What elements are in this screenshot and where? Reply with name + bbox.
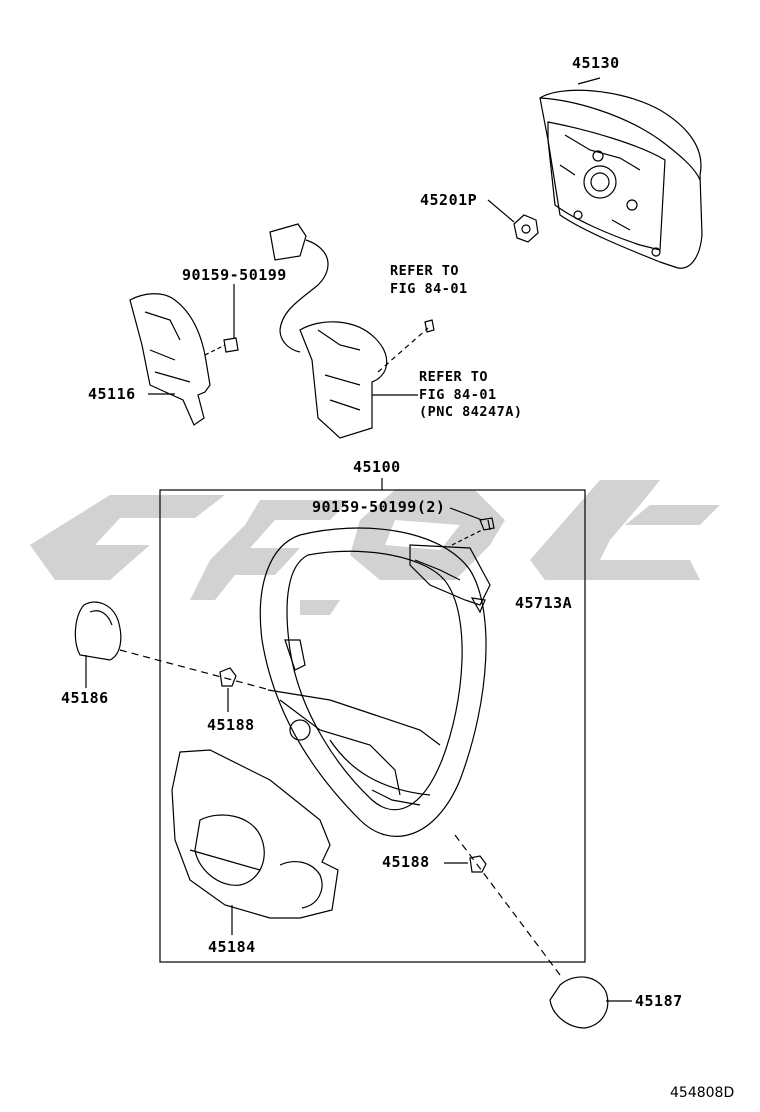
- watermark-logo: [30, 480, 720, 615]
- lower-cover-drawing: [129, 284, 239, 426]
- part-number-45184: 45184: [208, 938, 256, 956]
- airbag-assembly-drawing: [539, 77, 703, 269]
- part-number-45187: 45187: [635, 992, 683, 1010]
- bolt-lower-drawing: [444, 855, 487, 873]
- part-number-45100: 45100: [353, 458, 401, 476]
- steering-wheel-box: [159, 489, 586, 963]
- bolt-upper-drawing: [219, 667, 237, 712]
- illustration-number: 454808D: [670, 1085, 735, 1101]
- nut-drawing: [487, 199, 539, 243]
- part-number-45188-lower: 45188: [382, 853, 430, 871]
- lower-cover-panel-drawing: [171, 749, 339, 935]
- part-number-45130: 45130: [572, 54, 620, 72]
- steering-wheel-drawing: [259, 507, 495, 837]
- part-number-45188-upper: 45188: [207, 716, 255, 734]
- reference-fig-84-01: REFER TO FIG 84-01: [390, 263, 468, 297]
- spiral-cable-drawing: [269, 223, 435, 439]
- part-number-45201p: 45201P: [420, 191, 478, 209]
- part-number-90159-50199-qty2: 90159-50199(2): [312, 498, 446, 516]
- part-number-90159-50199: 90159-50199: [182, 266, 287, 284]
- reference-fig-84-01-pnc: REFER TO FIG 84-01 (PNC 84247A): [419, 369, 523, 420]
- left-cap-drawing: [74, 601, 271, 691]
- part-number-45186: 45186: [61, 689, 109, 707]
- part-number-45713a: 45713A: [515, 594, 573, 612]
- right-cap-drawing: [549, 976, 632, 1029]
- part-number-45116: 45116: [88, 385, 136, 403]
